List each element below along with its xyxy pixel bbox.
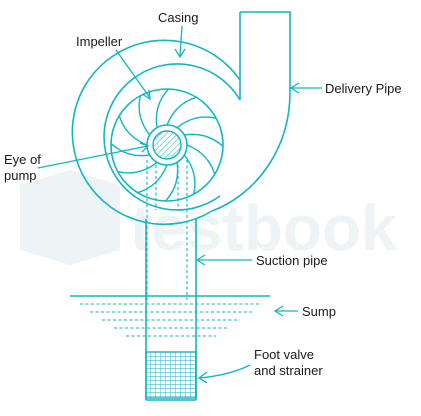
arrow-impeller-icon bbox=[141, 89, 151, 101]
label-impeller: Impeller bbox=[76, 34, 123, 49]
leader-casing bbox=[179, 25, 183, 57]
label-casing: Casing bbox=[158, 10, 198, 25]
impeller-blade bbox=[117, 161, 158, 174]
arrow-suction-icon bbox=[195, 254, 206, 266]
watermark-logo-icon bbox=[20, 170, 120, 265]
label-eye-line2: pump bbox=[4, 168, 37, 183]
arrow-sump-icon bbox=[273, 305, 284, 317]
arrow-eye-icon bbox=[139, 142, 150, 153]
impeller-blade bbox=[164, 162, 179, 202]
impeller-disc bbox=[110, 88, 224, 202]
impeller-blade bbox=[184, 133, 224, 148]
watermark: testbook bbox=[20, 170, 397, 265]
impeller-blade bbox=[166, 96, 197, 126]
impeller-blade bbox=[138, 95, 151, 136]
impeller-blade bbox=[176, 116, 217, 129]
arrow-foot-icon bbox=[197, 371, 208, 384]
foot-valve-strainer bbox=[145, 351, 197, 399]
leader-foot bbox=[199, 364, 251, 379]
delivery-pipe-outer bbox=[211, 11, 291, 212]
label-eye-line1: Eye of bbox=[4, 152, 41, 167]
impeller-blade bbox=[118, 115, 148, 146]
volute-casing bbox=[71, 39, 241, 226]
impeller-blade bbox=[137, 164, 168, 194]
impeller-blade bbox=[155, 88, 170, 128]
shaft-hatched bbox=[152, 130, 182, 160]
impeller-blades bbox=[110, 88, 224, 202]
label-foot-line2: and strainer bbox=[254, 363, 323, 378]
sump bbox=[70, 295, 270, 337]
arrow-delivery-icon bbox=[289, 82, 300, 94]
watermark-text: testbook bbox=[130, 192, 397, 264]
leader-eye bbox=[37, 145, 149, 169]
leader-impeller bbox=[115, 49, 151, 99]
label-foot-line1: Foot valve bbox=[254, 347, 314, 362]
impeller-blade bbox=[183, 154, 196, 195]
arrow-casing-icon bbox=[174, 48, 186, 59]
impeller-blade bbox=[110, 142, 150, 157]
label-suction-pipe: Suction pipe bbox=[256, 253, 328, 268]
impeller-blade bbox=[186, 144, 216, 175]
label-delivery-pipe: Delivery Pipe bbox=[325, 81, 402, 96]
casing-inner bbox=[103, 63, 241, 211]
label-sump: Sump bbox=[302, 304, 336, 319]
